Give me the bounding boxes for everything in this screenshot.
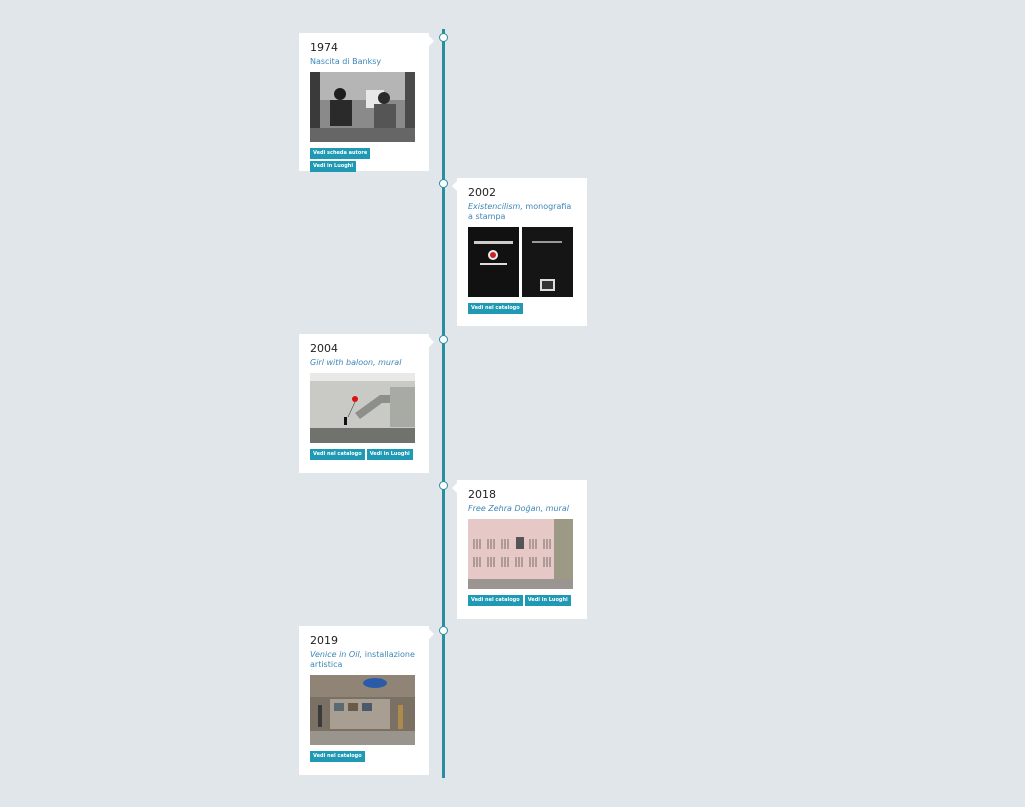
- timeline-event-card: 2002 Existencilism, monografia a stampa …: [452, 178, 587, 326]
- event-year: 2002: [468, 186, 496, 199]
- timeline-event-card: 2004 Girl with baloon, mural Vedi nel ca…: [299, 334, 434, 473]
- timeline-dot: [439, 626, 448, 635]
- event-year: 2019: [310, 634, 338, 647]
- girl-with-balloon-mural-photo[interactable]: [310, 373, 415, 443]
- timeline-dot: [439, 33, 448, 42]
- timeline-event-card: 2019 Venice in Oil, installazione artist…: [299, 626, 434, 775]
- view-catalog-button[interactable]: Vedi nel catalogo: [310, 449, 365, 460]
- venice-in-oil-photo[interactable]: [310, 675, 415, 745]
- timeline-dot: [439, 179, 448, 188]
- event-title: Existencilism, monografia a stampa: [468, 202, 572, 221]
- event-year: 1974: [310, 41, 338, 54]
- view-catalog-button[interactable]: Vedi nel catalogo: [468, 595, 523, 606]
- timeline-dot: [439, 335, 448, 344]
- event-year: 2018: [468, 488, 496, 501]
- event-title: Free Zehra Doğan, mural: [468, 504, 569, 513]
- timeline-event-card: 1974 Nascita di Banksy Vedi scheda autor…: [299, 33, 434, 172]
- view-places-button[interactable]: Vedi in Luoghi: [310, 161, 357, 172]
- view-catalog-button[interactable]: Vedi nel catalogo: [468, 303, 523, 314]
- view-places-button[interactable]: Vedi in Luoghi: [524, 595, 571, 606]
- book-back-cover-image[interactable]: [522, 227, 573, 297]
- event-title: Venice in Oil, installazione artistica: [310, 650, 415, 669]
- timeline-dot: [439, 481, 448, 490]
- event-title: Nascita di Banksy: [310, 57, 382, 66]
- view-catalog-button[interactable]: Vedi nel catalogo: [310, 751, 365, 762]
- timeline-line: [442, 29, 445, 778]
- view-author-button[interactable]: Vedi scheda autore: [310, 148, 371, 159]
- book-front-cover-image[interactable]: [468, 227, 519, 297]
- event-year: 2004: [310, 342, 338, 355]
- timeline-event-card: 2018 Free Zehra Doğan, mural: [452, 480, 587, 619]
- street-portrait-photo[interactable]: [310, 72, 415, 142]
- event-title: Girl with baloon, mural: [310, 358, 402, 367]
- view-places-button[interactable]: Vedi in Luoghi: [366, 449, 413, 460]
- free-zehra-dogan-mural-photo[interactable]: [468, 519, 573, 589]
